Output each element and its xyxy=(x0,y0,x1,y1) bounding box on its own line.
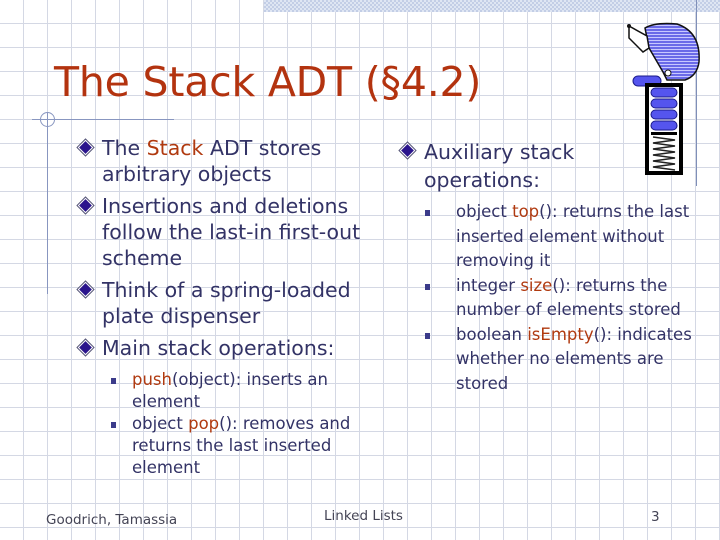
highlight-term: push xyxy=(132,370,172,389)
pez-dispenser-icon xyxy=(627,22,700,175)
square-bullet-icon xyxy=(111,378,116,384)
sub-bullet-item: boolean isEmpty(): indicates whether no … xyxy=(398,323,698,397)
header-pattern-band xyxy=(264,0,720,12)
sub-bullet-list: push(object): inserts an element object … xyxy=(76,369,376,479)
highlight-term: top xyxy=(512,202,540,221)
sub-bullet-text: integer xyxy=(456,275,521,295)
bullet-item: The Stack ADT stores arbitrary objects xyxy=(76,135,376,187)
sub-bullet-text: (): removes and returns the last inserte… xyxy=(132,414,351,477)
bullet-item: Main stack operations: xyxy=(76,335,376,361)
sub-bullet-text: (): returns the last inserted element wi… xyxy=(456,202,690,270)
square-bullet-icon xyxy=(425,210,430,216)
highlight-term: isEmpty xyxy=(527,324,594,344)
sub-bullet-text: object xyxy=(132,414,189,433)
bullet-text: Main stack operations: xyxy=(102,336,335,360)
bullet-item: Auxiliary stack operations: xyxy=(398,138,614,194)
decorative-vertical-rule xyxy=(696,0,697,186)
sub-bullet-text: object xyxy=(456,202,513,221)
bullet-text: ADT stores arbitrary objects xyxy=(102,136,322,186)
left-column: The Stack ADT stores arbitrary objects I… xyxy=(76,135,376,479)
footer-topic: Linked Lists xyxy=(324,508,403,524)
bullet-item: Think of a spring-loaded plate dispenser xyxy=(76,277,376,329)
sub-bullet-text: (): indicates whether no elements are st… xyxy=(456,324,692,393)
sub-bullet-text: boolean xyxy=(456,324,528,344)
diamond-bullet-icon xyxy=(79,341,92,354)
footer-authors: Goodrich, Tamassia xyxy=(46,512,178,528)
square-bullet-icon xyxy=(425,332,430,339)
highlight-term: size xyxy=(520,275,553,295)
decorative-horizontal-rule xyxy=(32,119,174,120)
page-number: 3 xyxy=(651,509,660,525)
sub-bullet-item: push(object): inserts an element xyxy=(76,369,376,413)
diamond-bullet-icon xyxy=(79,199,92,212)
diamond-bullet-icon xyxy=(401,144,414,157)
decorative-left-rule xyxy=(47,112,48,294)
decorative-circle-icon xyxy=(40,112,55,127)
sub-bullet-item: object top(): returns the last inserted … xyxy=(398,200,698,274)
sub-bullet-list: object top(): returns the last inserted … xyxy=(398,200,698,396)
bullet-text: The xyxy=(102,136,147,160)
highlight-term: Stack xyxy=(146,136,204,160)
diamond-bullet-icon xyxy=(79,283,92,296)
slide-title: The Stack ADT (§4.2) xyxy=(54,58,482,106)
diamond-bullet-icon xyxy=(79,141,92,154)
sub-bullet-text: (): returns the number of elements store… xyxy=(456,275,681,320)
square-bullet-icon xyxy=(111,422,116,428)
sub-bullet-item: object pop(): removes and returns the la… xyxy=(76,413,376,479)
right-column: Auxiliary stack operations: object top()… xyxy=(398,138,698,396)
sub-bullet-item: integer size(): returns the number of el… xyxy=(398,274,698,323)
bullet-text: Insertions and deletions follow the last… xyxy=(102,194,361,270)
bullet-item: Insertions and deletions follow the last… xyxy=(76,193,376,271)
bullet-text: Auxiliary stack operations: xyxy=(424,140,575,192)
highlight-term: pop xyxy=(188,414,220,433)
square-bullet-icon xyxy=(425,283,430,290)
bullet-text: Think of a spring-loaded plate dispenser xyxy=(102,278,351,328)
sub-bullet-text: (object): inserts an element xyxy=(132,370,328,411)
